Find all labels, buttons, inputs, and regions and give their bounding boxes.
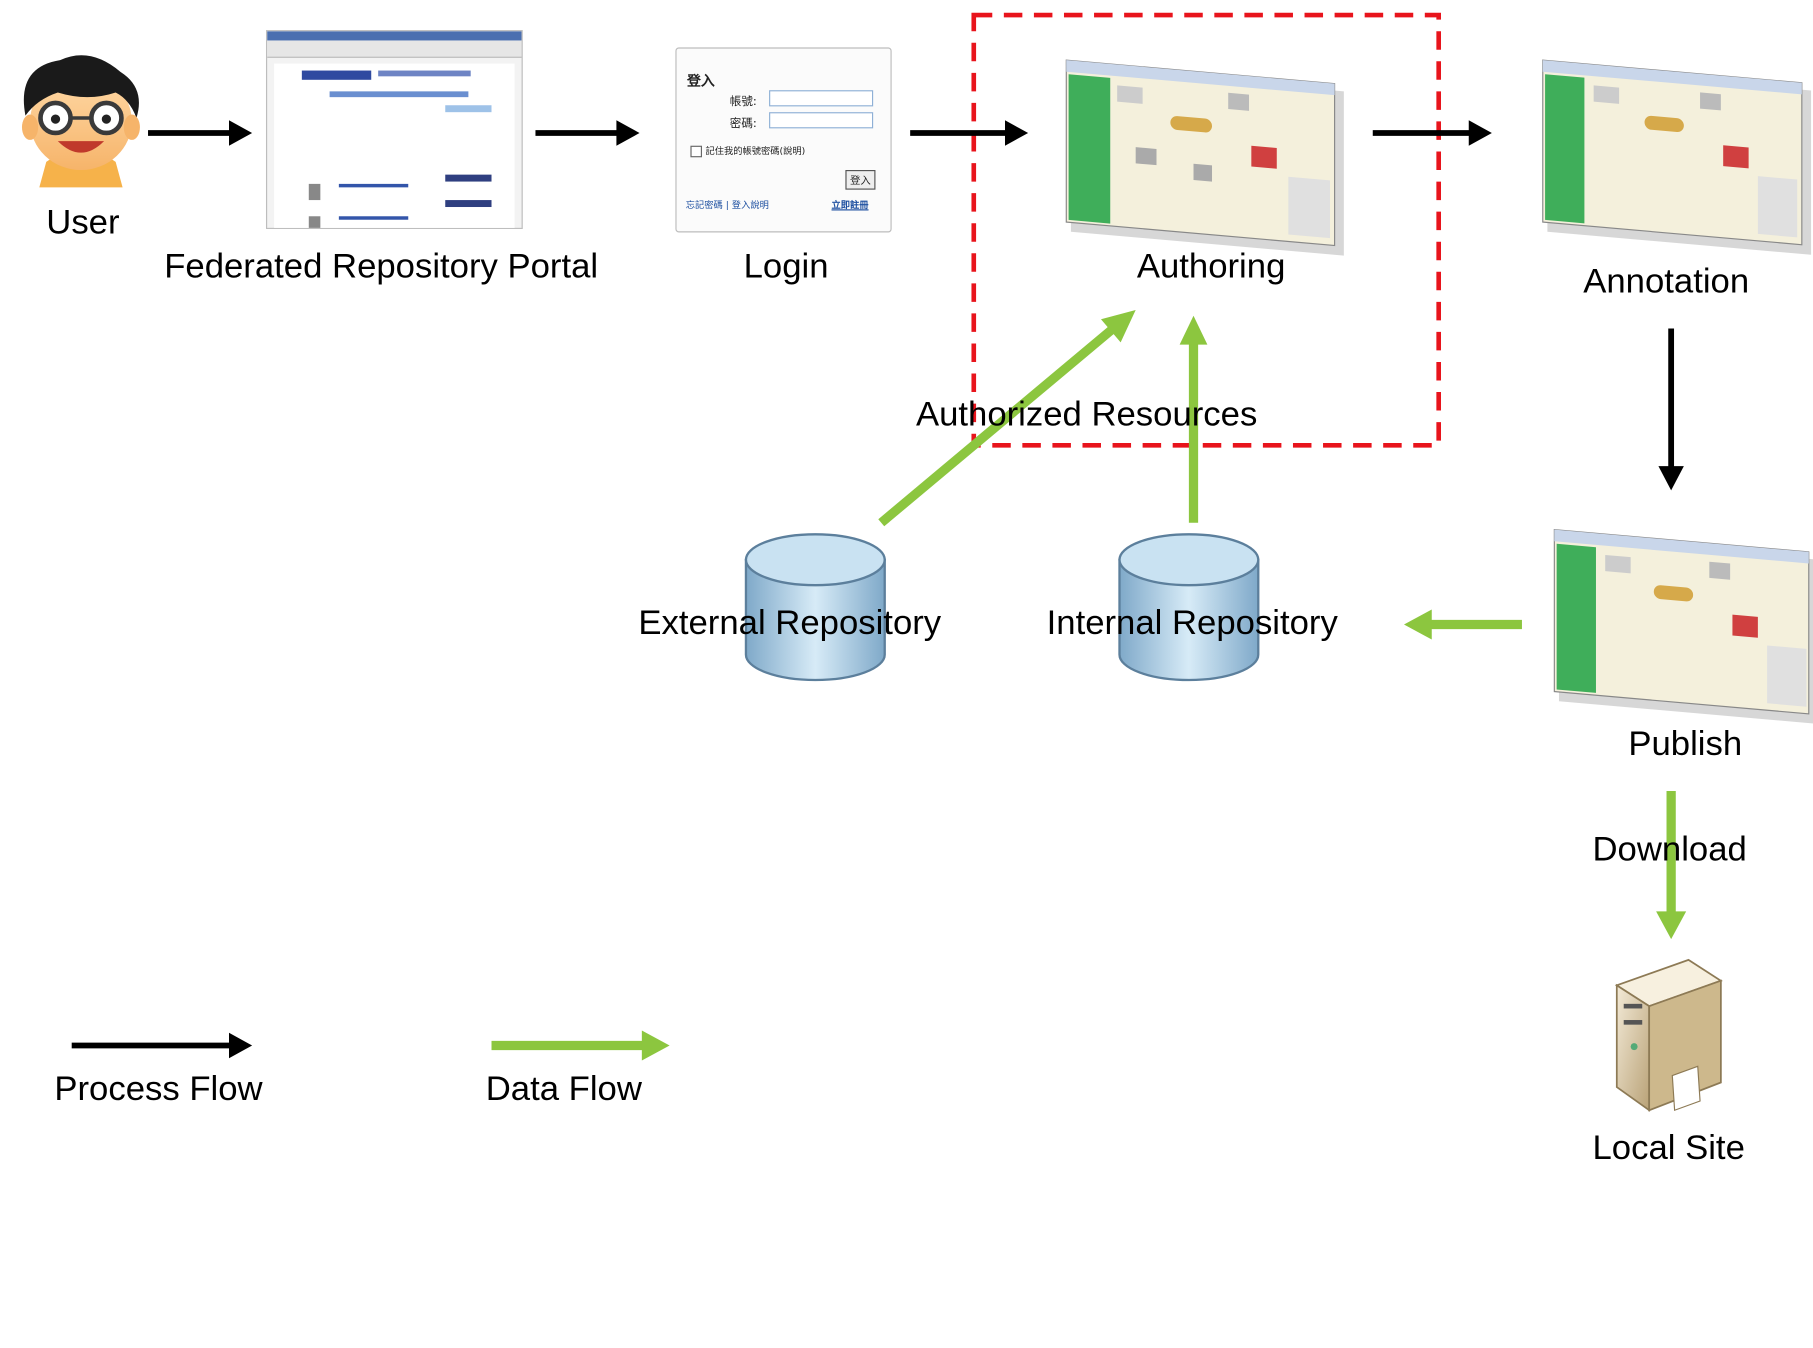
publish-label: Publish (1628, 725, 1743, 764)
authoring-screenshot-icon (1065, 59, 1344, 256)
login-submit: 登入 (845, 170, 876, 190)
external-repository-database-icon (744, 533, 886, 682)
local-site-label: Local Site (1592, 1128, 1745, 1167)
process-flow-arrows (148, 120, 1684, 491)
authorized-resources-label: Authorized Resources (915, 395, 1258, 434)
login-screenshot: 登入 帳號: 密碼: 記住我的帳號密碼(說明) 登入 忘記密碼 | 登入說明 立… (675, 47, 892, 233)
annotation-screenshot-icon (1542, 59, 1812, 255)
login-remember-checkbox (690, 145, 702, 158)
authoring-focus-box (971, 12, 1441, 448)
legend-data-flow-label: Data Flow (485, 1069, 642, 1108)
login-password-label: 密碼: (729, 117, 757, 131)
login-remember-label: 記住我的帳號密碼(說明) (705, 145, 806, 157)
data-flow-arrows (878, 309, 1687, 940)
login-account-label: 帳號: (729, 95, 757, 109)
portal-screenshot (265, 30, 523, 229)
login-title: 登入 (686, 72, 715, 90)
download-label: Download (1592, 830, 1747, 869)
legend-process-flow-label: Process Flow (54, 1069, 263, 1108)
internal-repository-label: Internal Repository (1046, 603, 1338, 642)
external-repository-label: External Repository (638, 603, 942, 642)
portal-label: Federated Repository Portal (164, 247, 599, 286)
login-forgot-link: 忘記密碼 | 登入說明 (685, 200, 769, 211)
login-register-link: 立即註冊 (831, 200, 869, 211)
login-label: Login (743, 247, 829, 286)
user-label: User (46, 203, 120, 242)
authoring-label: Authoring (1136, 247, 1286, 286)
internal-repository-database-icon (1118, 533, 1260, 682)
server-icon (1614, 958, 1723, 1112)
login-password-field (769, 112, 874, 129)
user-avatar-icon (21, 55, 140, 188)
annotation-label: Annotation (1583, 262, 1750, 301)
login-account-field (769, 90, 874, 107)
publish-screenshot-icon (1553, 529, 1813, 724)
